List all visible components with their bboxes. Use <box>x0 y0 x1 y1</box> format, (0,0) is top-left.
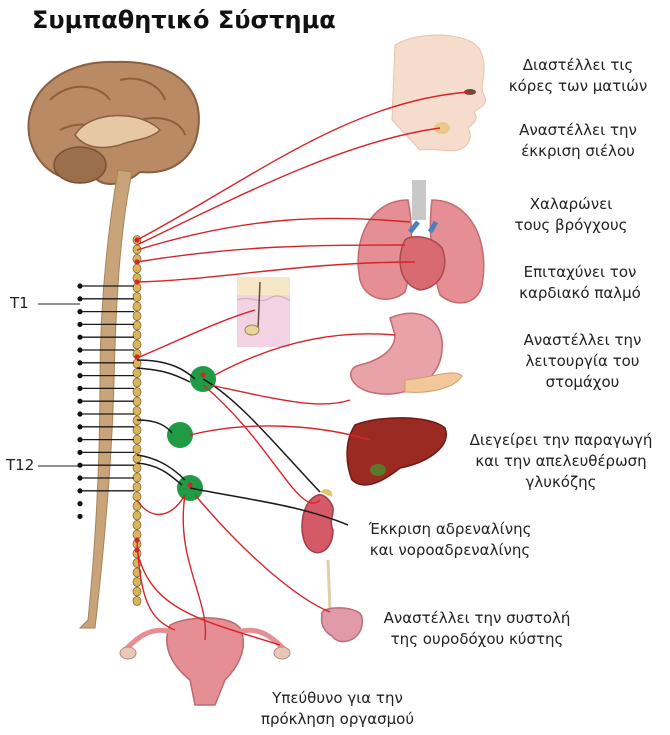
nerve-fiber <box>194 494 331 613</box>
nerve-fiber <box>209 384 351 405</box>
nerve-fiber <box>136 309 256 359</box>
segment-dot <box>77 283 83 289</box>
nerve-fiber <box>182 494 207 641</box>
chain-bead <box>132 406 142 416</box>
skin-illustration <box>236 277 291 347</box>
segment-dot <box>77 347 83 353</box>
chain-bead <box>132 472 142 483</box>
spinal-segment-dots <box>77 283 83 520</box>
segment-dot <box>77 373 83 379</box>
chain-bead <box>132 396 142 407</box>
nerve-fiber <box>136 539 176 631</box>
chain-bead <box>132 482 142 492</box>
preganglionic-fibers <box>136 359 349 526</box>
chain-bead <box>132 377 142 388</box>
chain-bead <box>132 586 142 597</box>
synapse-dot <box>134 354 140 360</box>
synapse-dot <box>200 372 206 378</box>
synapse-dot <box>134 237 140 243</box>
segment-dot <box>77 437 83 443</box>
bladder-illustration <box>320 559 363 643</box>
chain-bead <box>132 444 142 454</box>
nerve-fiber <box>136 494 186 516</box>
nerve-fiber <box>214 333 396 376</box>
page-title: Συμπαθητικό Σύστημα <box>32 6 336 34</box>
chain-bead <box>132 577 142 587</box>
chain-bead <box>132 368 142 378</box>
chain-bead <box>132 463 142 473</box>
chain-bead <box>132 301 142 312</box>
superior-mesenteric-ganglion <box>167 422 193 448</box>
lungs-illustration <box>357 180 485 304</box>
chain-bead <box>132 311 142 321</box>
segment-dot <box>77 513 83 520</box>
nerve-fiber <box>202 384 321 504</box>
segment-dot <box>77 501 83 507</box>
kidney-illustration <box>301 489 334 554</box>
segment-dot <box>77 398 83 404</box>
chain-bead <box>132 387 142 397</box>
chain-bead <box>132 425 142 435</box>
synapse-dot <box>134 547 140 553</box>
chain-bead <box>132 596 142 606</box>
nerve-fiber <box>136 217 411 251</box>
brain-illustration <box>27 60 200 185</box>
segment-dot <box>77 360 83 366</box>
synapse-dot <box>134 259 140 265</box>
nerve-fiber <box>136 91 471 241</box>
segment-dot <box>77 488 83 494</box>
chain-bead <box>132 520 142 530</box>
segment-dot <box>77 309 83 315</box>
chain-bead <box>132 510 142 521</box>
nerve-fiber <box>136 127 441 246</box>
nerve-fiber <box>136 549 281 646</box>
segment-dot <box>77 296 83 302</box>
segment-dot <box>77 334 83 340</box>
chain-bead <box>132 320 142 331</box>
nerve-fiber <box>136 261 416 283</box>
reproductive-illustration <box>119 617 291 706</box>
synapse-dot <box>134 279 140 285</box>
segment-dot <box>77 475 83 481</box>
chain-bead <box>132 491 142 502</box>
t12-label: T12 <box>6 456 35 474</box>
stomach-illustration <box>350 312 463 395</box>
segment-dot <box>77 411 83 417</box>
t1-label: T1 <box>10 294 29 312</box>
synapse-dot <box>187 482 193 488</box>
postganglionic-nerves <box>134 91 471 646</box>
segment-dot <box>77 321 83 327</box>
segment-dot <box>77 424 83 430</box>
nerve-fiber <box>189 425 371 441</box>
segment-dot <box>77 449 83 455</box>
segment-dot <box>77 385 83 391</box>
chain-bead <box>132 330 142 340</box>
synapse-dot <box>134 537 140 543</box>
preganglionic-connectors <box>82 285 134 492</box>
spinal-cord <box>78 169 133 629</box>
liver-illustration <box>346 417 448 486</box>
heart-illustration <box>399 220 446 291</box>
chain-bead <box>132 263 142 274</box>
chain-bead <box>132 339 142 350</box>
nerve-fiber <box>136 244 406 263</box>
head-illustration <box>391 34 487 152</box>
chain-bead <box>132 434 142 445</box>
segment-dot <box>77 462 83 468</box>
chain-bead <box>132 292 142 302</box>
